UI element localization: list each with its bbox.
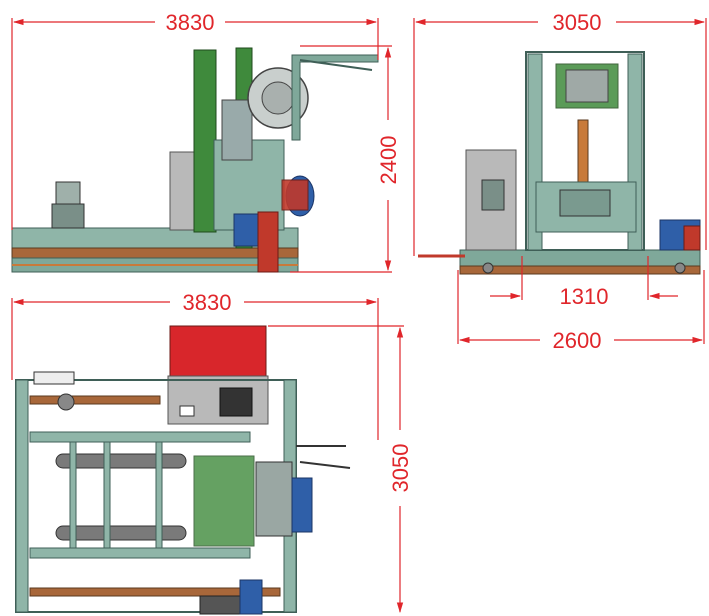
top-view [15, 325, 351, 615]
dimension-lines [11, 18, 707, 614]
front-view [11, 47, 379, 273]
side-view [418, 51, 701, 275]
dim-front-width: 3830 [166, 10, 215, 35]
dim-side-base: 2600 [553, 328, 602, 353]
dim-top-depth: 3050 [388, 444, 413, 493]
dim-side-inner: 1310 [560, 284, 609, 309]
dim-side-width: 3050 [553, 10, 602, 35]
dim-top-width: 3830 [183, 290, 232, 315]
dim-front-height: 2400 [376, 136, 401, 185]
